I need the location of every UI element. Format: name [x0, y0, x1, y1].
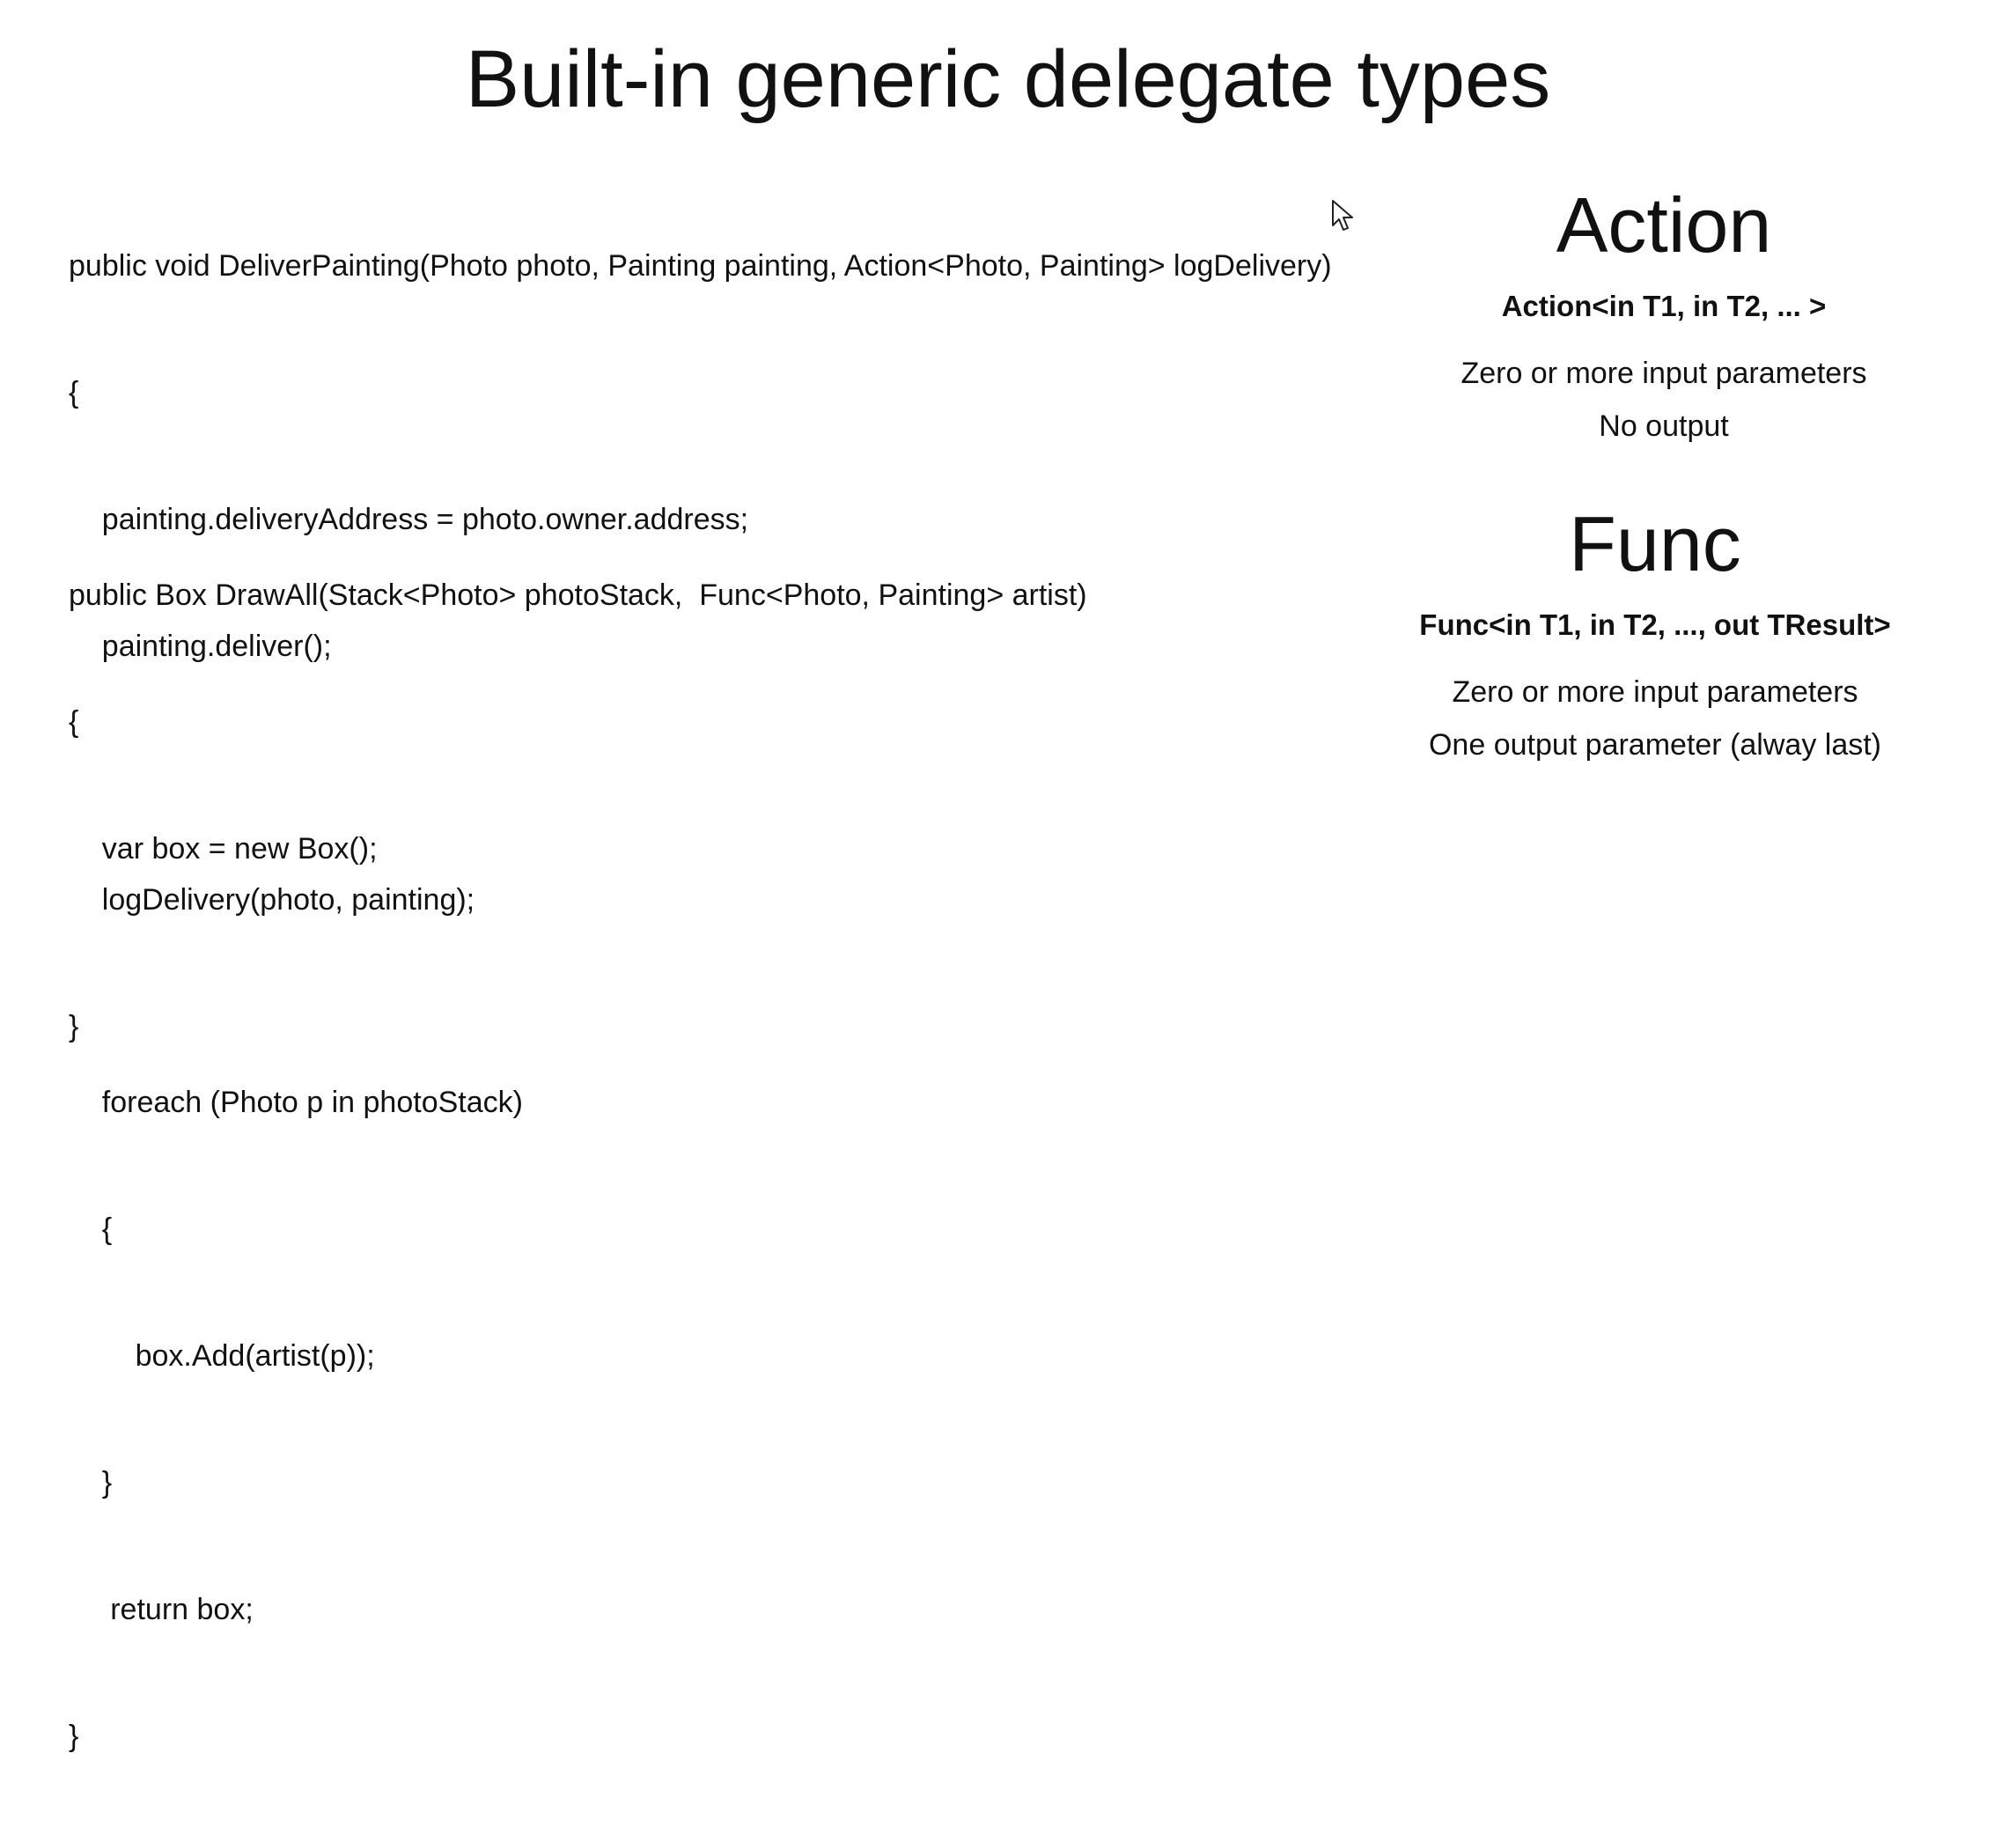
code-line: public void DeliverPainting(Photo photo,…	[69, 249, 1332, 283]
code-line: }	[69, 1010, 79, 1043]
code-block-draw-all: public Box DrawAll(Stack<Photo> photoSta…	[69, 490, 1087, 1842]
action-desc-output: No output	[1599, 409, 1729, 443]
code-line: }	[69, 1720, 79, 1753]
code-line: {	[69, 1212, 113, 1246]
func-desc-inputs: Zero or more input parameters	[1452, 675, 1858, 709]
func-panel: Func Func<in T1, in T2, ..., out TResult…	[1400, 502, 1910, 771]
action-desc-inputs: Zero or more input parameters	[1460, 357, 1867, 390]
code-line: {	[69, 376, 79, 409]
mouse-pointer-icon	[1332, 200, 1353, 231]
code-line: logDelivery(photo, painting);	[69, 883, 475, 917]
code-line: var box = new Box();	[69, 832, 378, 866]
slide-title: Built-in generic delegate types	[465, 34, 1551, 124]
code-line: painting.deliveryAddress = photo.owner.a…	[69, 503, 749, 536]
code-line: foreach (Photo p in photoStack)	[69, 1086, 523, 1119]
code-line: public Box DrawAll(Stack<Photo> photoSta…	[69, 578, 1087, 612]
func-signature: Func<in T1, in T2, ..., out TResult>	[1419, 608, 1891, 641]
code-line: painting.deliver();	[69, 630, 332, 663]
code-line: }	[69, 1466, 113, 1499]
code-line: box.Add(artist(p));	[69, 1339, 375, 1373]
code-line	[69, 954, 1087, 997]
func-desc-output: One output parameter (alway last)	[1428, 728, 1882, 762]
action-signature: Action<in T1, in T2, ... >	[1501, 290, 1827, 322]
action-heading: Action	[1556, 181, 1772, 269]
func-heading: Func	[1569, 500, 1741, 587]
code-block-deliver-painting: public void DeliverPainting(Photo photo,…	[69, 160, 1332, 1132]
code-line: {	[69, 705, 79, 739]
code-line: return box;	[69, 1593, 254, 1626]
action-panel: Action Action<in T1, in T2, ... > Zero o…	[1409, 183, 1919, 453]
